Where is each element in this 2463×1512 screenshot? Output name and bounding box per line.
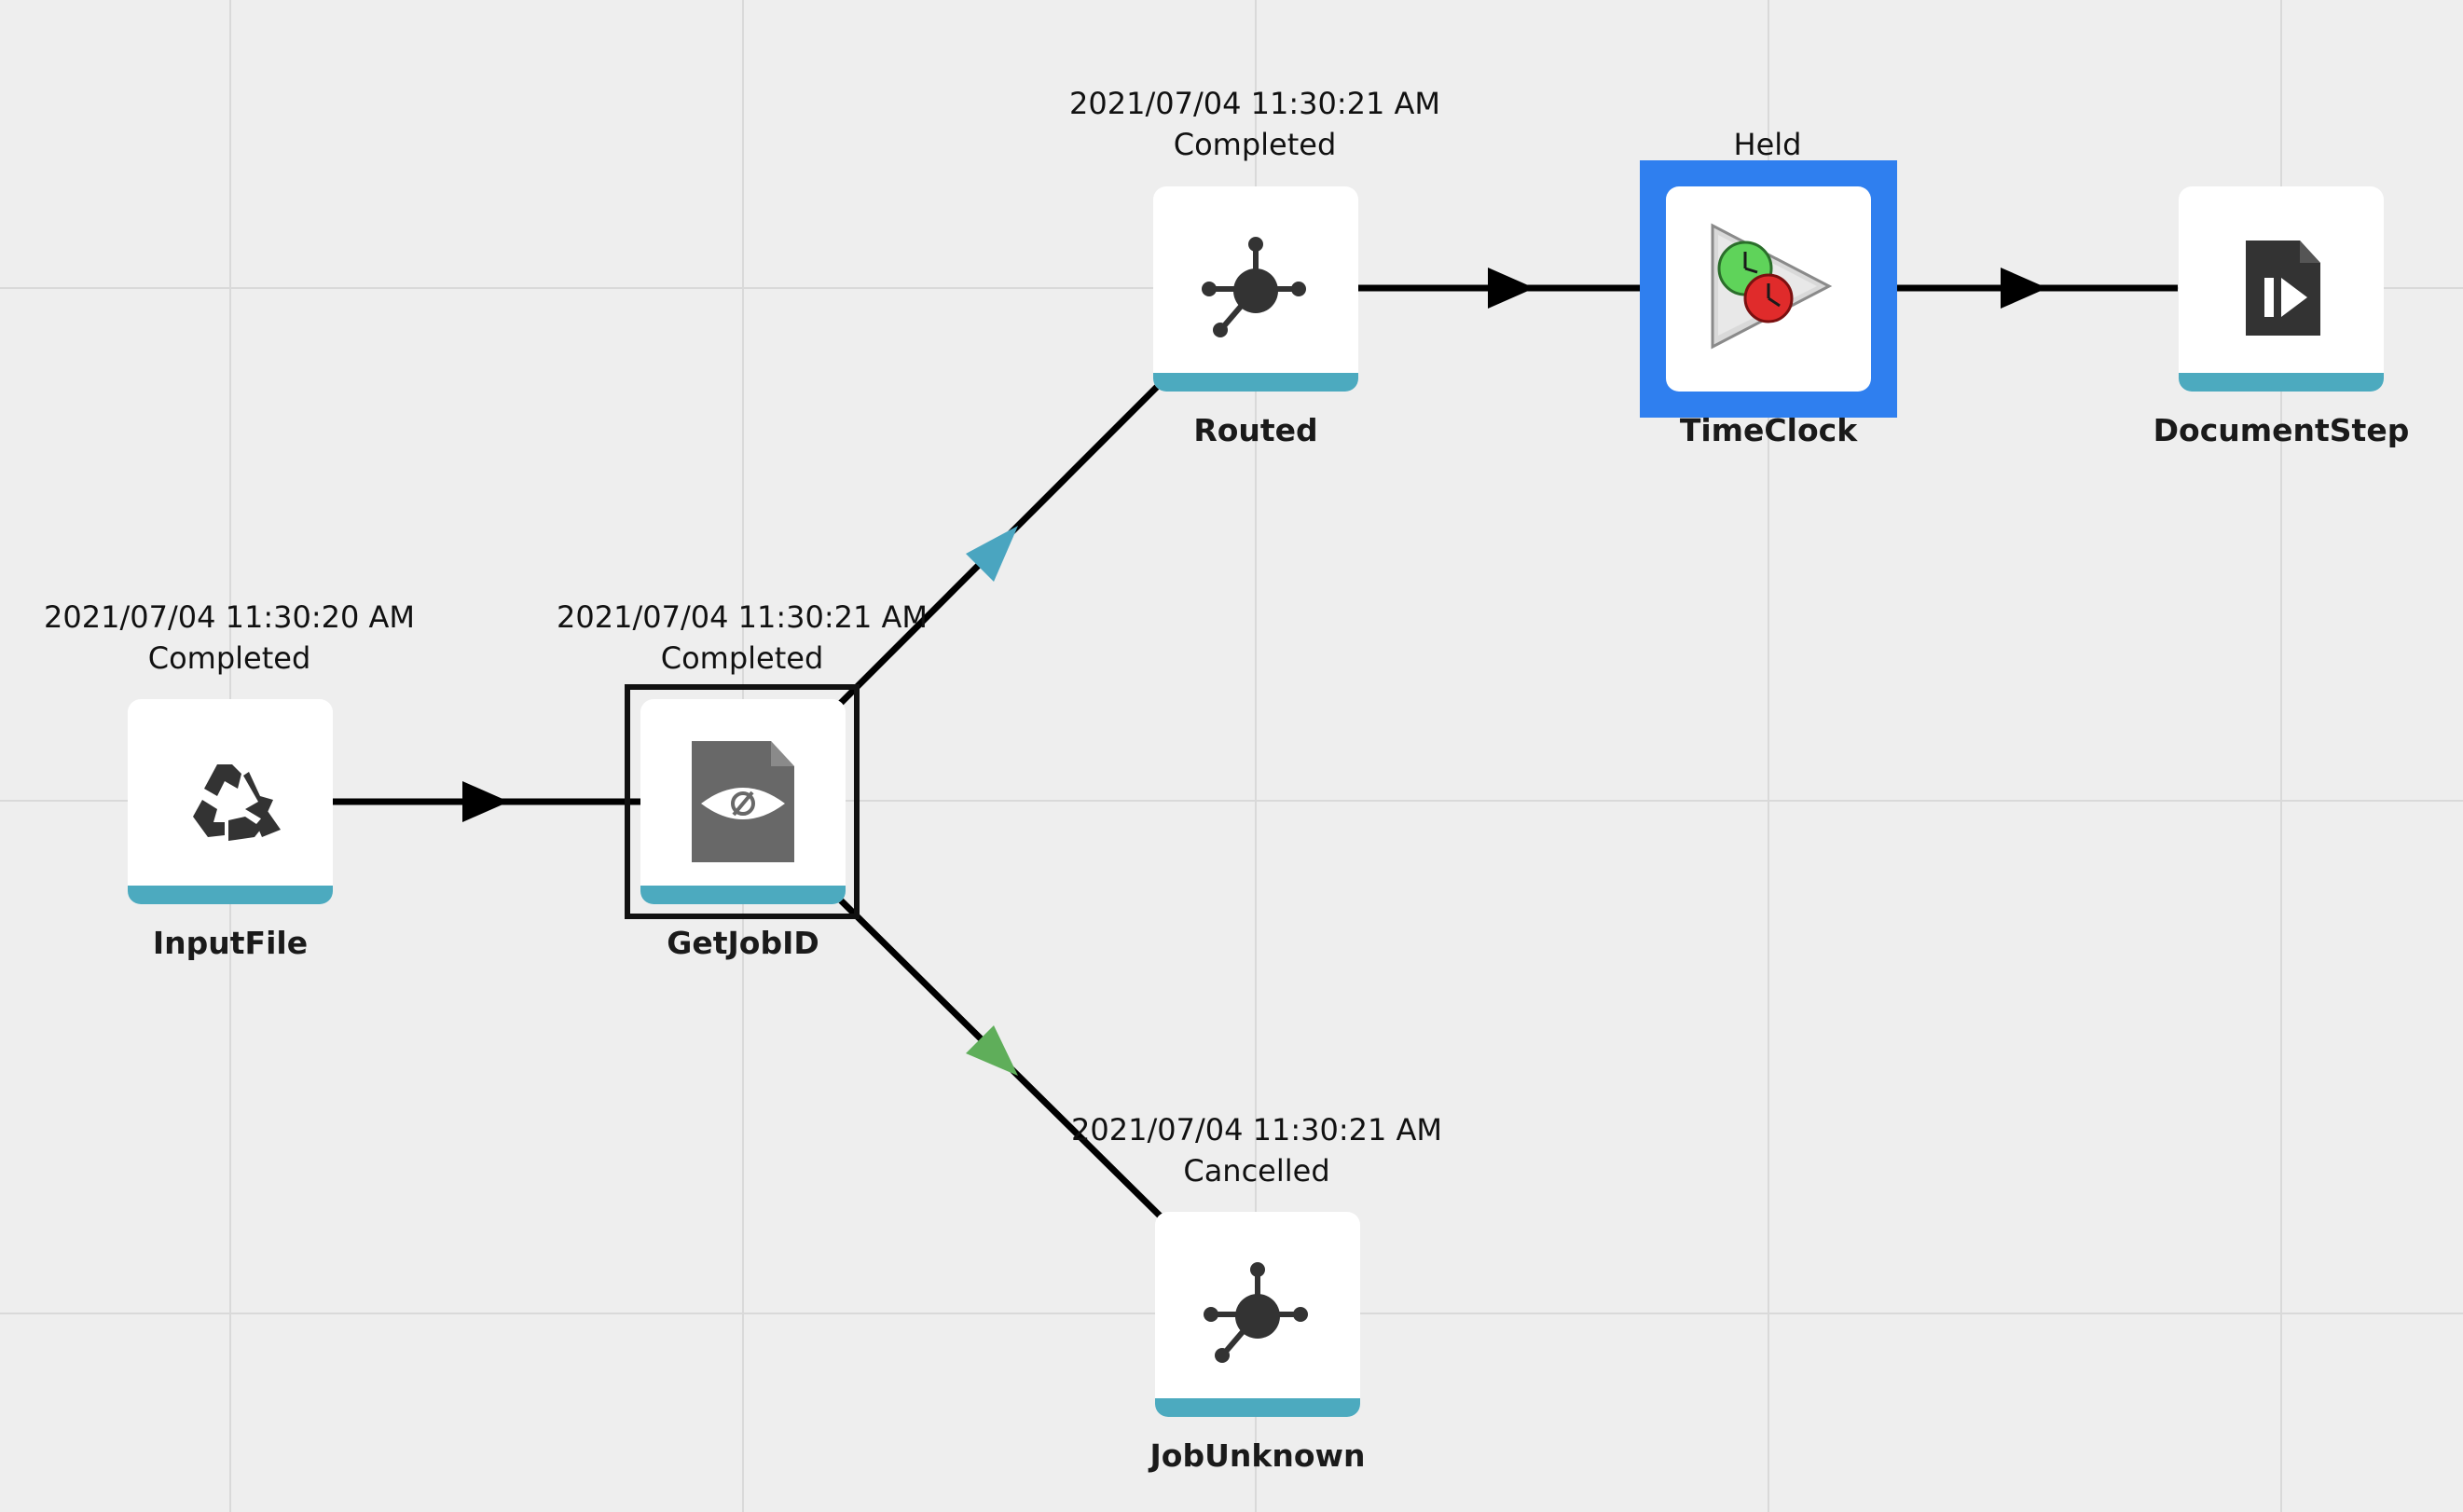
- timestamp: 2021/07/04 11:30:21 AM: [557, 599, 928, 635]
- node-label-routed: Routed: [1193, 412, 1318, 448]
- node-status-inputfile: 2021/07/04 11:30:20 AM Completed: [0, 597, 462, 679]
- grid-line: [0, 800, 2463, 802]
- node-status-timeclock: Held: [1534, 124, 2001, 165]
- grid-line: [1255, 0, 1257, 1512]
- edge-inputfile-getjobid[interactable]: [333, 781, 641, 822]
- status-text: Held: [1733, 127, 1802, 162]
- timestamp: 2021/07/04 11:30:21 AM: [1069, 86, 1440, 121]
- edge-arrow-jobunknown: [966, 1025, 1018, 1076]
- hub-icon: [1202, 237, 1306, 337]
- node-accent-bar: [1155, 1398, 1360, 1417]
- node-status-getjobid: 2021/07/04 11:30:21 AM Completed: [509, 597, 975, 679]
- node-getjobid[interactable]: [640, 699, 846, 904]
- node-inputfile[interactable]: [128, 699, 333, 904]
- node-status-routed: 2021/07/04 11:30:21 AM Completed: [1022, 83, 1488, 165]
- recycle-icon: [193, 764, 281, 841]
- status-text: Completed: [660, 640, 824, 676]
- selection-frame: [625, 684, 860, 919]
- clock-play-icon: [1711, 223, 1833, 350]
- node-jobunknown[interactable]: [1155, 1212, 1360, 1417]
- document-eye-icon: [692, 741, 794, 862]
- grid-line: [2280, 0, 2282, 1512]
- node-routed[interactable]: [1153, 186, 1358, 392]
- node-accent-bar: [128, 886, 333, 904]
- timestamp: 2021/07/04 11:30:21 AM: [1071, 1112, 1442, 1148]
- node-accent-bar: [640, 886, 846, 904]
- node-label-documentstep: DocumentStep: [2153, 412, 2410, 448]
- edge-getjobid-jobunknown[interactable]: [836, 896, 1166, 1222]
- status-text: Completed: [1173, 127, 1337, 162]
- edge-routed-timeclock[interactable]: [1357, 268, 1643, 309]
- node-label-timeclock: TimeClock: [1679, 412, 1858, 448]
- grid-line: [1768, 0, 1769, 1512]
- edge-timeclock-documentstep[interactable]: [1896, 268, 2178, 309]
- node-accent-bar: [1153, 373, 1358, 392]
- status-text: Completed: [147, 640, 311, 676]
- document-play-icon: [2246, 241, 2320, 336]
- node-documentstep[interactable]: [2179, 186, 2384, 392]
- node-label-getjobid: GetJobID: [667, 925, 819, 961]
- node-accent-bar: [2179, 373, 2384, 392]
- timestamp: 2021/07/04 11:30:20 AM: [44, 599, 415, 635]
- status-text: Cancelled: [1183, 1153, 1330, 1189]
- node-label-jobunknown: JobUnknown: [1149, 1437, 1366, 1474]
- node-timeclock[interactable]: [1666, 186, 1871, 392]
- node-status-jobunknown: 2021/07/04 11:30:21 AM Cancelled: [1024, 1109, 1490, 1191]
- edge-getjobid-routed[interactable]: [836, 378, 1166, 708]
- node-label-inputfile: InputFile: [152, 925, 309, 961]
- edge-arrow-routed: [966, 526, 1018, 582]
- hub-icon: [1204, 1262, 1308, 1363]
